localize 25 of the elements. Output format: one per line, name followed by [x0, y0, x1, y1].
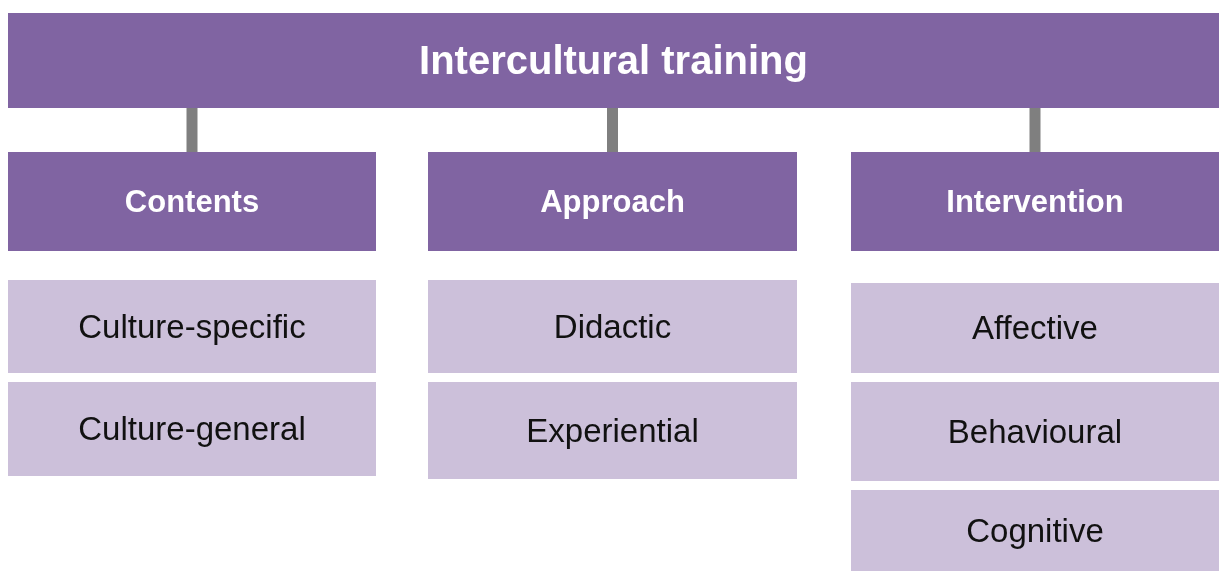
node-label: Contents [124, 183, 260, 220]
node-label: Experiential [526, 411, 699, 450]
item-box [851, 283, 1219, 373]
node-label: Approach [540, 183, 685, 220]
item-box [428, 382, 797, 479]
item-box [851, 382, 1219, 481]
item-box [851, 490, 1219, 571]
connector-line [1029, 108, 1041, 152]
node-label: Didactic [553, 307, 672, 346]
item-box [8, 280, 376, 373]
node-label: Affective [972, 309, 1098, 347]
connector-line [186, 108, 198, 152]
node-label: Culture-specific [78, 307, 306, 346]
connector-line [607, 108, 618, 152]
node-label: Culture-general [78, 410, 306, 448]
item-box [428, 280, 797, 373]
category-header [851, 152, 1219, 251]
node-label: Intercultural training [419, 38, 808, 83]
category-header [428, 152, 797, 251]
node-label: Behavioural [947, 412, 1123, 451]
category-header [8, 152, 376, 251]
title-bar [8, 13, 1219, 108]
node-label: Intervention [946, 183, 1124, 220]
item-box [8, 382, 376, 476]
node-label: Cognitive [966, 511, 1104, 550]
